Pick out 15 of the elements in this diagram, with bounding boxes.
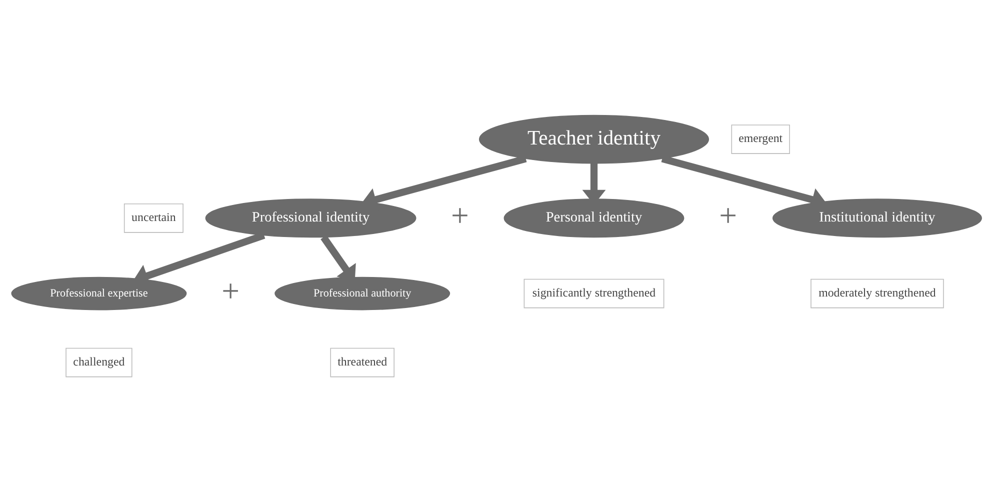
node-label: challenged bbox=[73, 354, 125, 368]
node-ellipse: Professional identity bbox=[205, 198, 416, 238]
label: + bbox=[222, 273, 240, 308]
node-ellipse: Institutional identity bbox=[772, 198, 982, 238]
node-label: uncertain bbox=[132, 210, 176, 224]
node-label: threatened bbox=[338, 354, 388, 368]
label: + bbox=[450, 198, 469, 234]
node-ellipse: Personal identity bbox=[504, 198, 684, 238]
label: + bbox=[719, 198, 738, 234]
node-ellipse: Teacher identity bbox=[478, 114, 710, 164]
node-ellipse: Professional authority bbox=[274, 276, 450, 310]
node-label: moderately strengthened bbox=[818, 285, 936, 300]
node-label: emergent bbox=[738, 131, 783, 146]
node-label: significantly strengthened bbox=[532, 285, 656, 300]
node-ellipse: Professional expertise bbox=[11, 276, 187, 310]
